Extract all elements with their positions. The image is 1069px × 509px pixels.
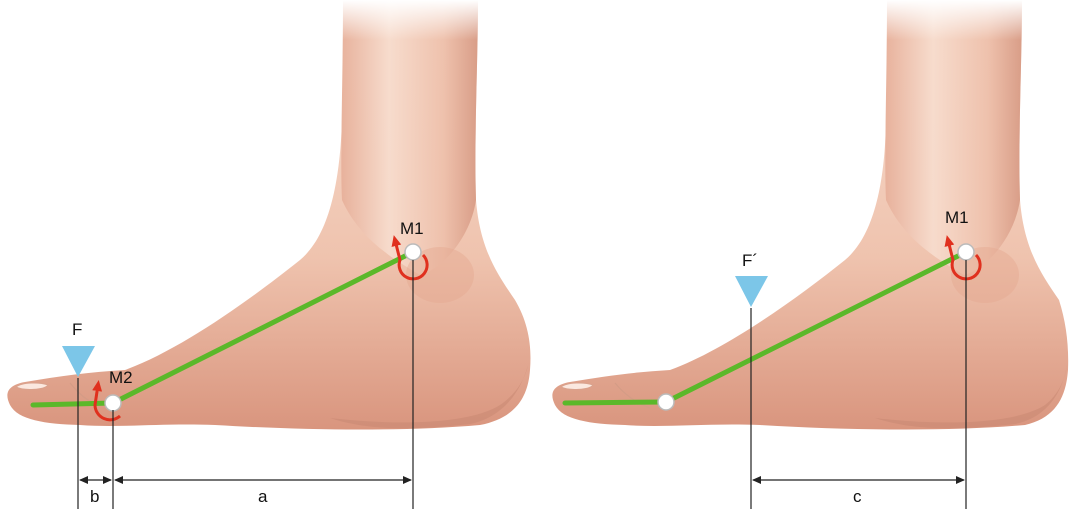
dimension-label-c: c — [853, 487, 862, 506]
lever-line-left-toe — [33, 403, 113, 405]
force-arrow-f-icon — [62, 346, 95, 377]
lever-line-right-toe — [565, 402, 666, 403]
foot-illustration-left — [7, 0, 530, 430]
force-arrow-f-prime-icon — [735, 276, 768, 307]
moment-label-m1-right: M1 — [945, 208, 969, 227]
toe-joint-right — [658, 394, 674, 410]
moment-label-m2: M2 — [109, 368, 133, 387]
toe-joint-left — [105, 395, 121, 411]
moment-label-m1: M1 — [400, 219, 424, 238]
force-label-f-prime: F´ — [742, 251, 758, 270]
dimension-label-a: a — [258, 487, 268, 506]
dimension-label-b: b — [90, 487, 99, 506]
right-panel: F´ M1 c — [552, 0, 1068, 509]
foot-illustration-right — [552, 0, 1068, 430]
ankle-joint-left — [405, 244, 421, 260]
ankle-joint-right — [958, 244, 974, 260]
left-panel: F M1 M2 b a — [7, 0, 530, 509]
force-label-f: F — [72, 320, 82, 339]
